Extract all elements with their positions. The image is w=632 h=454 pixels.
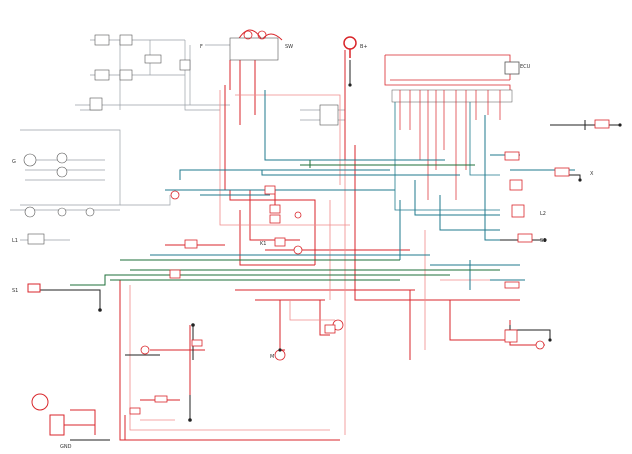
power-wiring [60,50,545,441]
lamp-left-label: L1 [12,238,18,244]
connector-right-label: X [590,171,594,177]
sensor-b-label: S2 [540,238,546,244]
connector-block-top-right [384,54,520,95]
ecu-module: ECU [520,64,531,70]
connector-pin-lines [399,90,501,200]
starter-label: M [270,354,274,360]
ground-wiring [30,60,620,441]
lower-components [129,319,344,415]
signal-wiring-teal [150,90,575,290]
ground-point-label: GND [60,444,72,450]
fuse-box-label: F [200,44,203,50]
right-components [504,119,610,350]
power-wiring-light [129,90,520,435]
battery-symbol: B+ [343,36,368,58]
ignition-switch-label: SW [285,44,293,50]
ecu-label: ECU [520,64,531,70]
junction-dots [98,83,622,422]
signal-wiring-green [70,160,500,286]
relay-cluster [169,185,303,279]
battery-label: B+ [360,44,368,50]
alternator-label: G [12,159,16,165]
connector-pin-lines-teal [394,102,500,211]
aux-components [23,34,339,245]
connector-pins [391,89,513,103]
ignition-switch: SW [229,29,293,61]
main-relay-label: K1 [260,241,266,247]
lamp-right-label: L2 [540,211,546,217]
sensor-a-label: S1 [12,288,18,294]
left-connector [27,283,65,436]
